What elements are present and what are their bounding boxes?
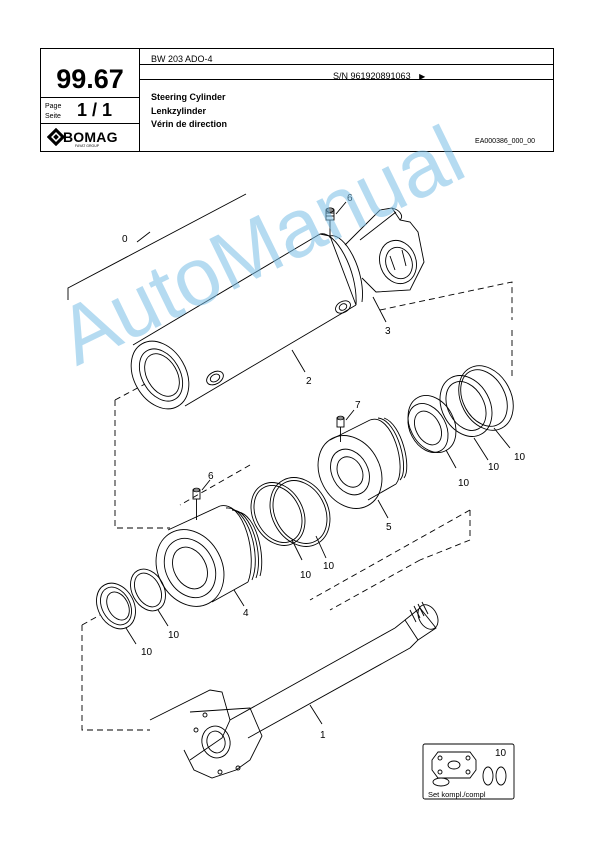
set-box-number: 10 <box>495 748 507 759</box>
guide-bush-4 <box>155 505 263 607</box>
callout-3: 3 <box>385 326 391 337</box>
header-rule <box>41 123 139 124</box>
header-rule <box>139 79 553 80</box>
seal-ring-10-right <box>439 375 493 437</box>
callout-10: 10 <box>141 647 153 658</box>
callout-10: 10 <box>168 630 180 641</box>
header-rule <box>139 64 553 65</box>
grease-nipple-6-top <box>325 201 347 238</box>
grease-nipple-7 <box>336 409 355 442</box>
header-rule <box>41 97 139 98</box>
callout-5: 5 <box>386 522 392 533</box>
header-divider <box>139 49 140 151</box>
set-box-label: Set kompl./compl <box>428 790 486 799</box>
bomag-logo-icon <box>47 128 65 146</box>
page-number: 99.67 <box>56 64 124 94</box>
assembly-bracket-0 <box>67 193 247 300</box>
serial-text: S/N 961920891063 <box>333 71 411 81</box>
guide-ring-10-right <box>407 395 457 453</box>
callout-10: 10 <box>323 561 335 572</box>
title-en: Steering Cylinder <box>151 92 226 102</box>
title-block: Steering Cylinder Lenkzylinder Vérin de … <box>151 91 227 132</box>
callout-10: 10 <box>458 478 470 489</box>
header-block: 99.67 Page Seite 1 / 1 BW 203 ADO-4 S/N … <box>40 48 554 152</box>
callout-2: 2 <box>306 376 312 387</box>
seal-ring-10-far-right <box>458 365 514 431</box>
seal-ring-10-middle-inner <box>250 482 306 546</box>
wiper-ring-10-left <box>96 582 136 630</box>
callout-6-bottom: 6 <box>208 471 214 482</box>
piston-rod-1 <box>149 601 439 779</box>
callout-6-top: 6 <box>347 193 353 204</box>
dashed-group-boundary-upper <box>114 281 513 529</box>
serial-number: S/N 961920891063 ▶ <box>333 71 425 81</box>
callout-10: 10 <box>488 462 500 473</box>
grease-nipple-6-bottom <box>192 479 211 520</box>
drawing-number: EA000386_000_00 <box>475 138 535 145</box>
callout-1: 1 <box>320 730 326 741</box>
cylinder-tube-2 <box>130 233 363 410</box>
seal-ring-10-middle-outer <box>269 477 331 547</box>
page-label-en: Page <box>45 103 62 110</box>
model-name: BW 203 ADO-4 <box>151 54 213 64</box>
piston-5 <box>317 417 408 509</box>
callout-4: 4 <box>243 608 249 619</box>
page-value: 1 / 1 <box>77 100 113 120</box>
title-fr: Vérin de direction <box>151 119 228 129</box>
logo-name: BOMAG <box>63 129 118 145</box>
callout-0: 0 <box>122 234 128 245</box>
logo-subtitle: FAYAT GROUP <box>75 144 100 148</box>
title-de: Lenkzylinder <box>151 105 207 116</box>
seal-set-box <box>422 743 515 800</box>
seal-ring-10-left-outer <box>130 568 166 612</box>
callout-10: 10 <box>300 570 312 581</box>
arrow-right-icon: ▶ <box>419 72 426 81</box>
callout-10: 10 <box>514 452 526 463</box>
page-label-de: Seite <box>45 113 61 120</box>
clevis-3 <box>344 207 425 293</box>
dashed-group-boundary-lower <box>81 509 471 731</box>
callout-7: 7 <box>355 400 361 411</box>
